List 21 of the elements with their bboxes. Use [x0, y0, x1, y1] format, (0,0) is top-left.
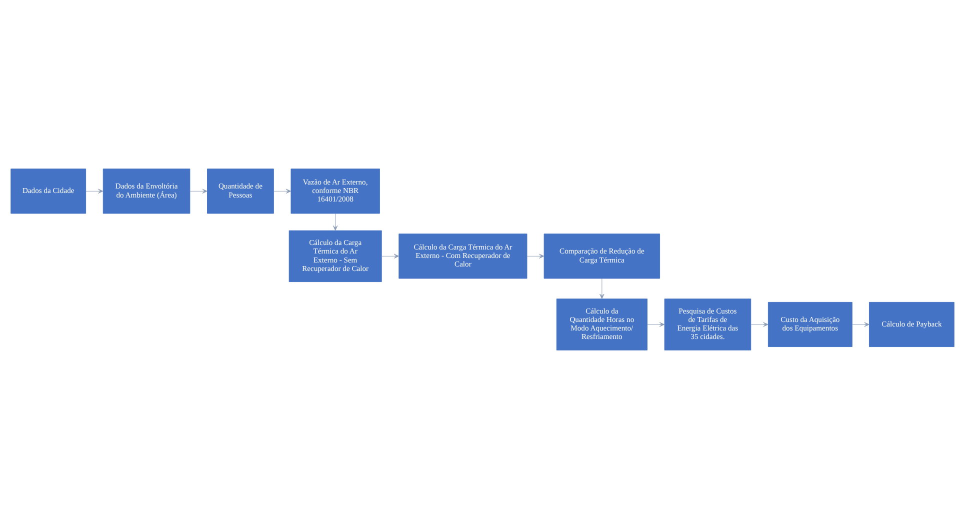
arrow: [600, 278, 604, 299]
node-box: Vazão de Ar Externo, conforme NBR 16401/2008: [290, 168, 380, 214]
node-box: Comparação de Redução de Carga Térmica: [544, 234, 660, 279]
node-box: Quantidade de Pessoas: [207, 168, 274, 214]
arrow: [332, 213, 338, 231]
arrow: [647, 322, 665, 327]
node-box: Dados da Cidade: [10, 168, 86, 214]
node-box: Custo da Aquisição dos Equipamentos: [768, 302, 852, 348]
node-box: Pesquisa de Custos de Tarifas de Energia Elétrica das 35 cidades.: [664, 298, 752, 350]
node-box: Cálculo da Quantidade Horas no Modo Aquecimento/ Resfriamento: [556, 298, 648, 350]
arrow: [190, 188, 208, 194]
arrow: [381, 254, 400, 259]
arrow: [274, 188, 292, 194]
node-box: Cálculo da Carga Térmica do Ar Externo - Sem Recuperador de Calor: [288, 230, 382, 282]
node-box: Cálculo de Payback: [868, 302, 954, 348]
arrow: [526, 254, 544, 259]
arrow: [852, 322, 870, 327]
node-box: Cálculo da Carga Térmica do Ar Externo - Com Recuperador de Calor: [398, 234, 528, 279]
node-box: Dados da Envoltória do Ambiente (Área): [102, 168, 190, 214]
arrow: [750, 322, 768, 327]
arrow: [86, 188, 104, 194]
